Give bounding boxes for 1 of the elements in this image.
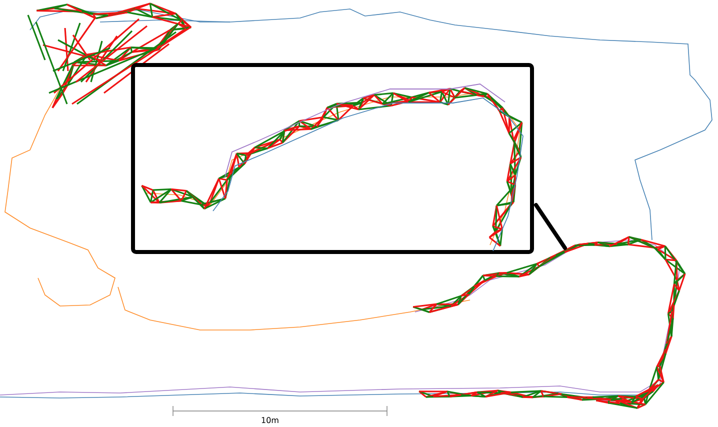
scale-label: 10m — [262, 417, 278, 424]
